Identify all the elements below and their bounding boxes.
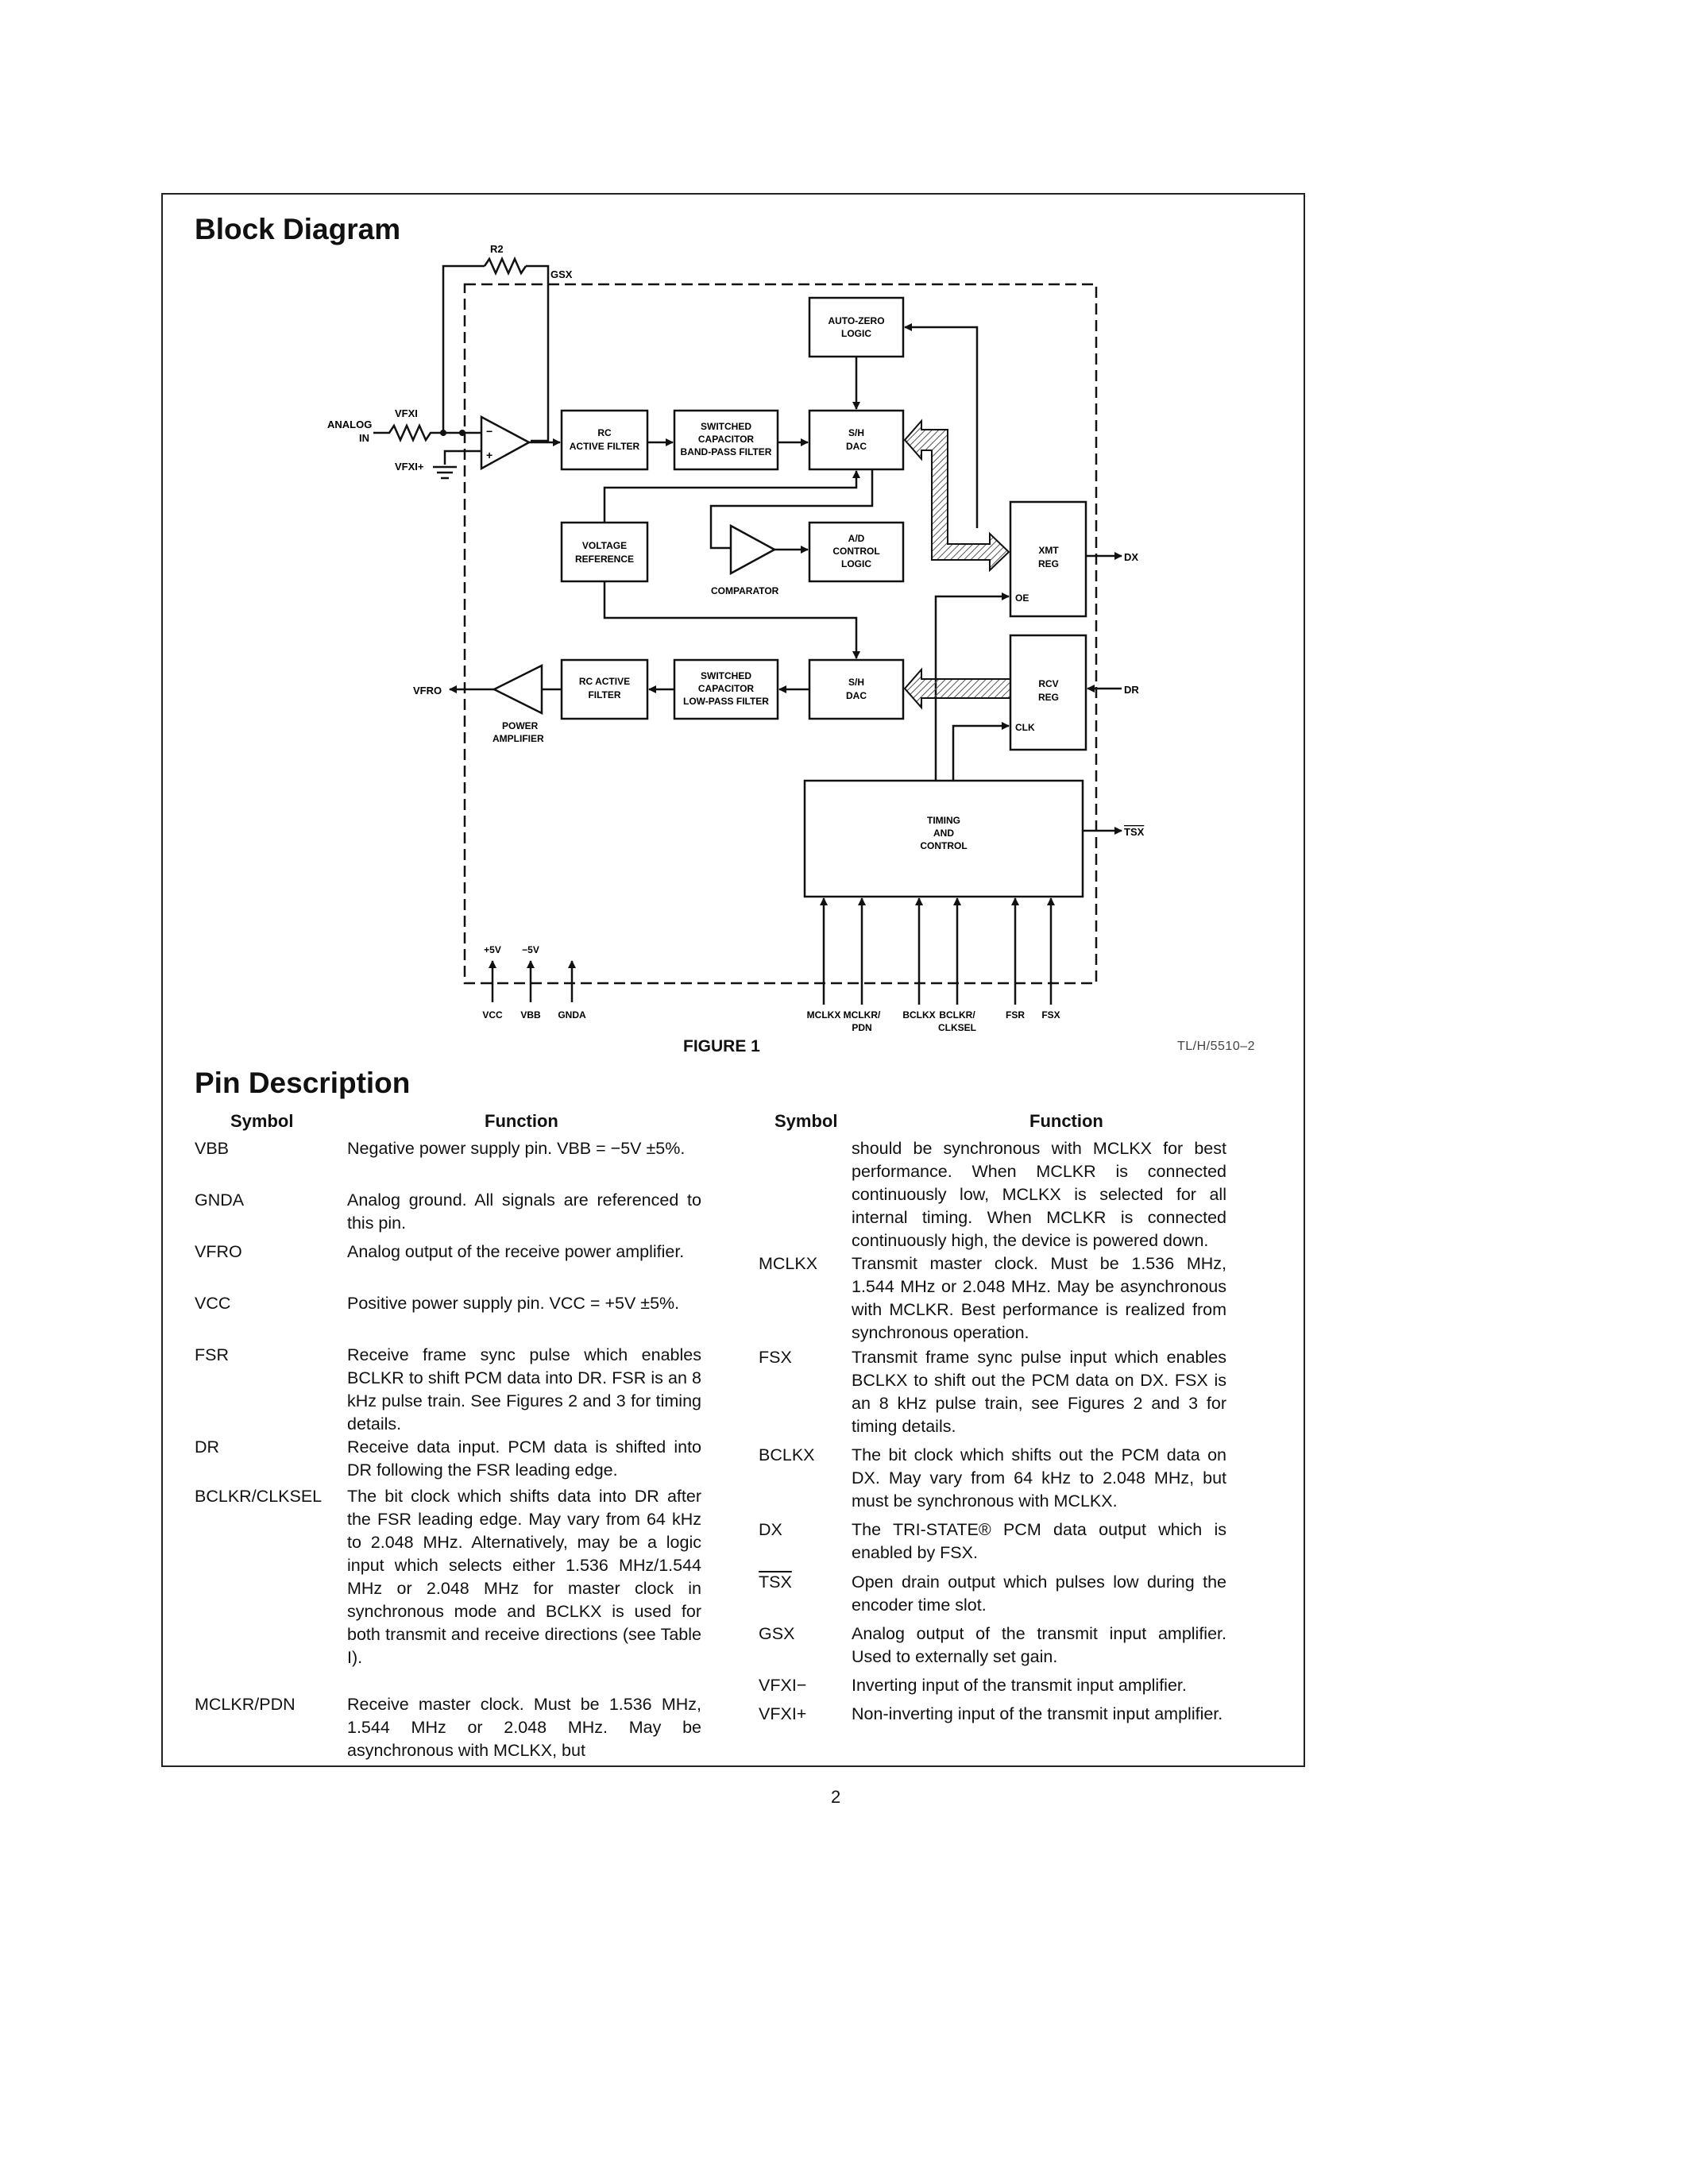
col-function-left: Function: [485, 1111, 558, 1131]
svg-text:−5V: −5V: [522, 944, 539, 955]
svg-text:RCV: RCV: [1038, 678, 1058, 689]
svg-text:VOLTAGE: VOLTAGE: [582, 540, 627, 551]
page-frame: [161, 193, 1305, 1767]
svg-text:−: −: [486, 425, 492, 438]
vfxi-plus-label: VFXI+: [395, 461, 424, 473]
svg-text:OE: OE: [1015, 592, 1029, 604]
svg-text:+: +: [486, 449, 492, 461]
svg-text:CONTROL: CONTROL: [920, 840, 967, 851]
svg-text:FILTER: FILTER: [588, 689, 620, 700]
figure-ref: TL/H/5510–2: [1177, 1040, 1256, 1053]
transmit-amplifier: [480, 415, 531, 471]
svg-text:DAC: DAC: [846, 441, 867, 452]
svg-text:LOGIC: LOGIC: [841, 328, 871, 339]
sh-dac-rx: [808, 658, 905, 720]
chip-outline: [463, 283, 1098, 985]
figure-caption: FIGURE 1: [683, 1037, 760, 1055]
voltage-reference: [560, 521, 649, 583]
auto-zero-logic: [808, 296, 905, 358]
ad-control-logic: [808, 521, 905, 583]
svg-text:LOGIC: LOGIC: [841, 558, 871, 569]
input-resistor: [373, 423, 481, 443]
svg-text:CONTROL: CONTROL: [832, 546, 879, 557]
pin-description-title: Pin Description: [195, 1067, 411, 1099]
tsx-label: TSX: [1124, 826, 1145, 838]
svg-text:REG: REG: [1038, 692, 1059, 703]
analog-in-label-1: ANALOG: [327, 419, 372, 430]
svg-text:ACTIVE FILTER: ACTIVE FILTER: [570, 441, 640, 452]
svg-text:REG: REG: [1038, 558, 1059, 569]
rcv-reg: [1009, 634, 1087, 751]
r2-label: R2: [490, 243, 504, 255]
svg-text:SWITCHED: SWITCHED: [701, 670, 751, 681]
pin-bclkx: BCLKX: [902, 1009, 935, 1021]
svg-text:AMPLIFIER: AMPLIFIER: [492, 733, 544, 744]
gsx-label: GSX: [550, 268, 573, 280]
dr-label: DR: [1124, 684, 1139, 696]
svg-text:RC: RC: [597, 427, 612, 438]
svg-text:LOW-PASS FILTER: LOW-PASS FILTER: [683, 696, 769, 707]
vfxi-minus-label: VFXI: [395, 407, 418, 419]
col-symbol-left: Symbol: [230, 1111, 294, 1131]
svg-text:CAPACITOR: CAPACITOR: [698, 434, 755, 445]
block-diagram: R2 GSX ANALOG IN VFXI VFXI+ − + RC ACTIV…: [327, 243, 1145, 1033]
svg-text:AUTO-ZERO: AUTO-ZERO: [828, 315, 884, 326]
sc-bandpass-filter: [673, 409, 779, 471]
svg-text:SWITCHED: SWITCHED: [701, 421, 751, 432]
svg-text:A/D: A/D: [848, 533, 865, 544]
svg-text:TIMING: TIMING: [927, 815, 960, 826]
pin-gnda: GNDA: [558, 1009, 586, 1021]
comparator-label: COMPARATOR: [711, 585, 779, 596]
pin-mclkr: MCLKR/: [844, 1009, 881, 1021]
svg-text:CAPACITOR: CAPACITOR: [698, 683, 755, 694]
power-amplifier: [492, 663, 543, 716]
dx-label: DX: [1124, 551, 1138, 563]
timing-and-control: [803, 779, 1084, 898]
svg-text:PDN: PDN: [852, 1022, 871, 1033]
page-number: 2: [831, 1787, 841, 1807]
svg-text:RC ACTIVE: RC ACTIVE: [579, 676, 630, 687]
svg-text:+5V: +5V: [484, 944, 501, 955]
comparator: [729, 523, 777, 576]
pin-bclkr: BCLKR/: [939, 1009, 975, 1021]
svg-text:XMT: XMT: [1038, 545, 1059, 556]
data-bus-rx: [903, 667, 1011, 710]
pin-fsx: FSX: [1041, 1009, 1060, 1021]
svg-text:DAC: DAC: [846, 690, 867, 701]
svg-text:S/H: S/H: [848, 677, 864, 688]
svg-text:S/H: S/H: [848, 427, 864, 438]
svg-text:AND: AND: [933, 828, 954, 839]
xmt-reg: [1009, 500, 1087, 618]
block-diagram-title: Block Diagram: [195, 213, 401, 245]
svg-text:REFERENCE: REFERENCE: [575, 554, 634, 565]
pin-fsr: FSR: [1006, 1009, 1025, 1021]
col-symbol-right: Symbol: [774, 1111, 838, 1131]
sc-lowpass-filter: [673, 658, 779, 720]
data-bus-tx: [903, 419, 1010, 573]
r2-resistor: [483, 256, 527, 276]
analog-in-label-2: IN: [359, 432, 369, 444]
pin-vcc: VCC: [482, 1009, 503, 1021]
rc-active-filter-tx: [560, 409, 649, 471]
svg-text:POWER: POWER: [502, 720, 539, 731]
svg-text:BAND-PASS FILTER: BAND-PASS FILTER: [681, 446, 772, 457]
vfro-label: VFRO: [413, 685, 442, 696]
svg-text:CLKSEL: CLKSEL: [938, 1022, 976, 1033]
col-function-right: Function: [1029, 1111, 1103, 1131]
svg-text:CLK: CLK: [1015, 722, 1035, 733]
sh-dac-tx: [808, 409, 905, 471]
pin-mclkx: MCLKX: [807, 1009, 841, 1021]
pin-vbb: VBB: [520, 1009, 541, 1021]
